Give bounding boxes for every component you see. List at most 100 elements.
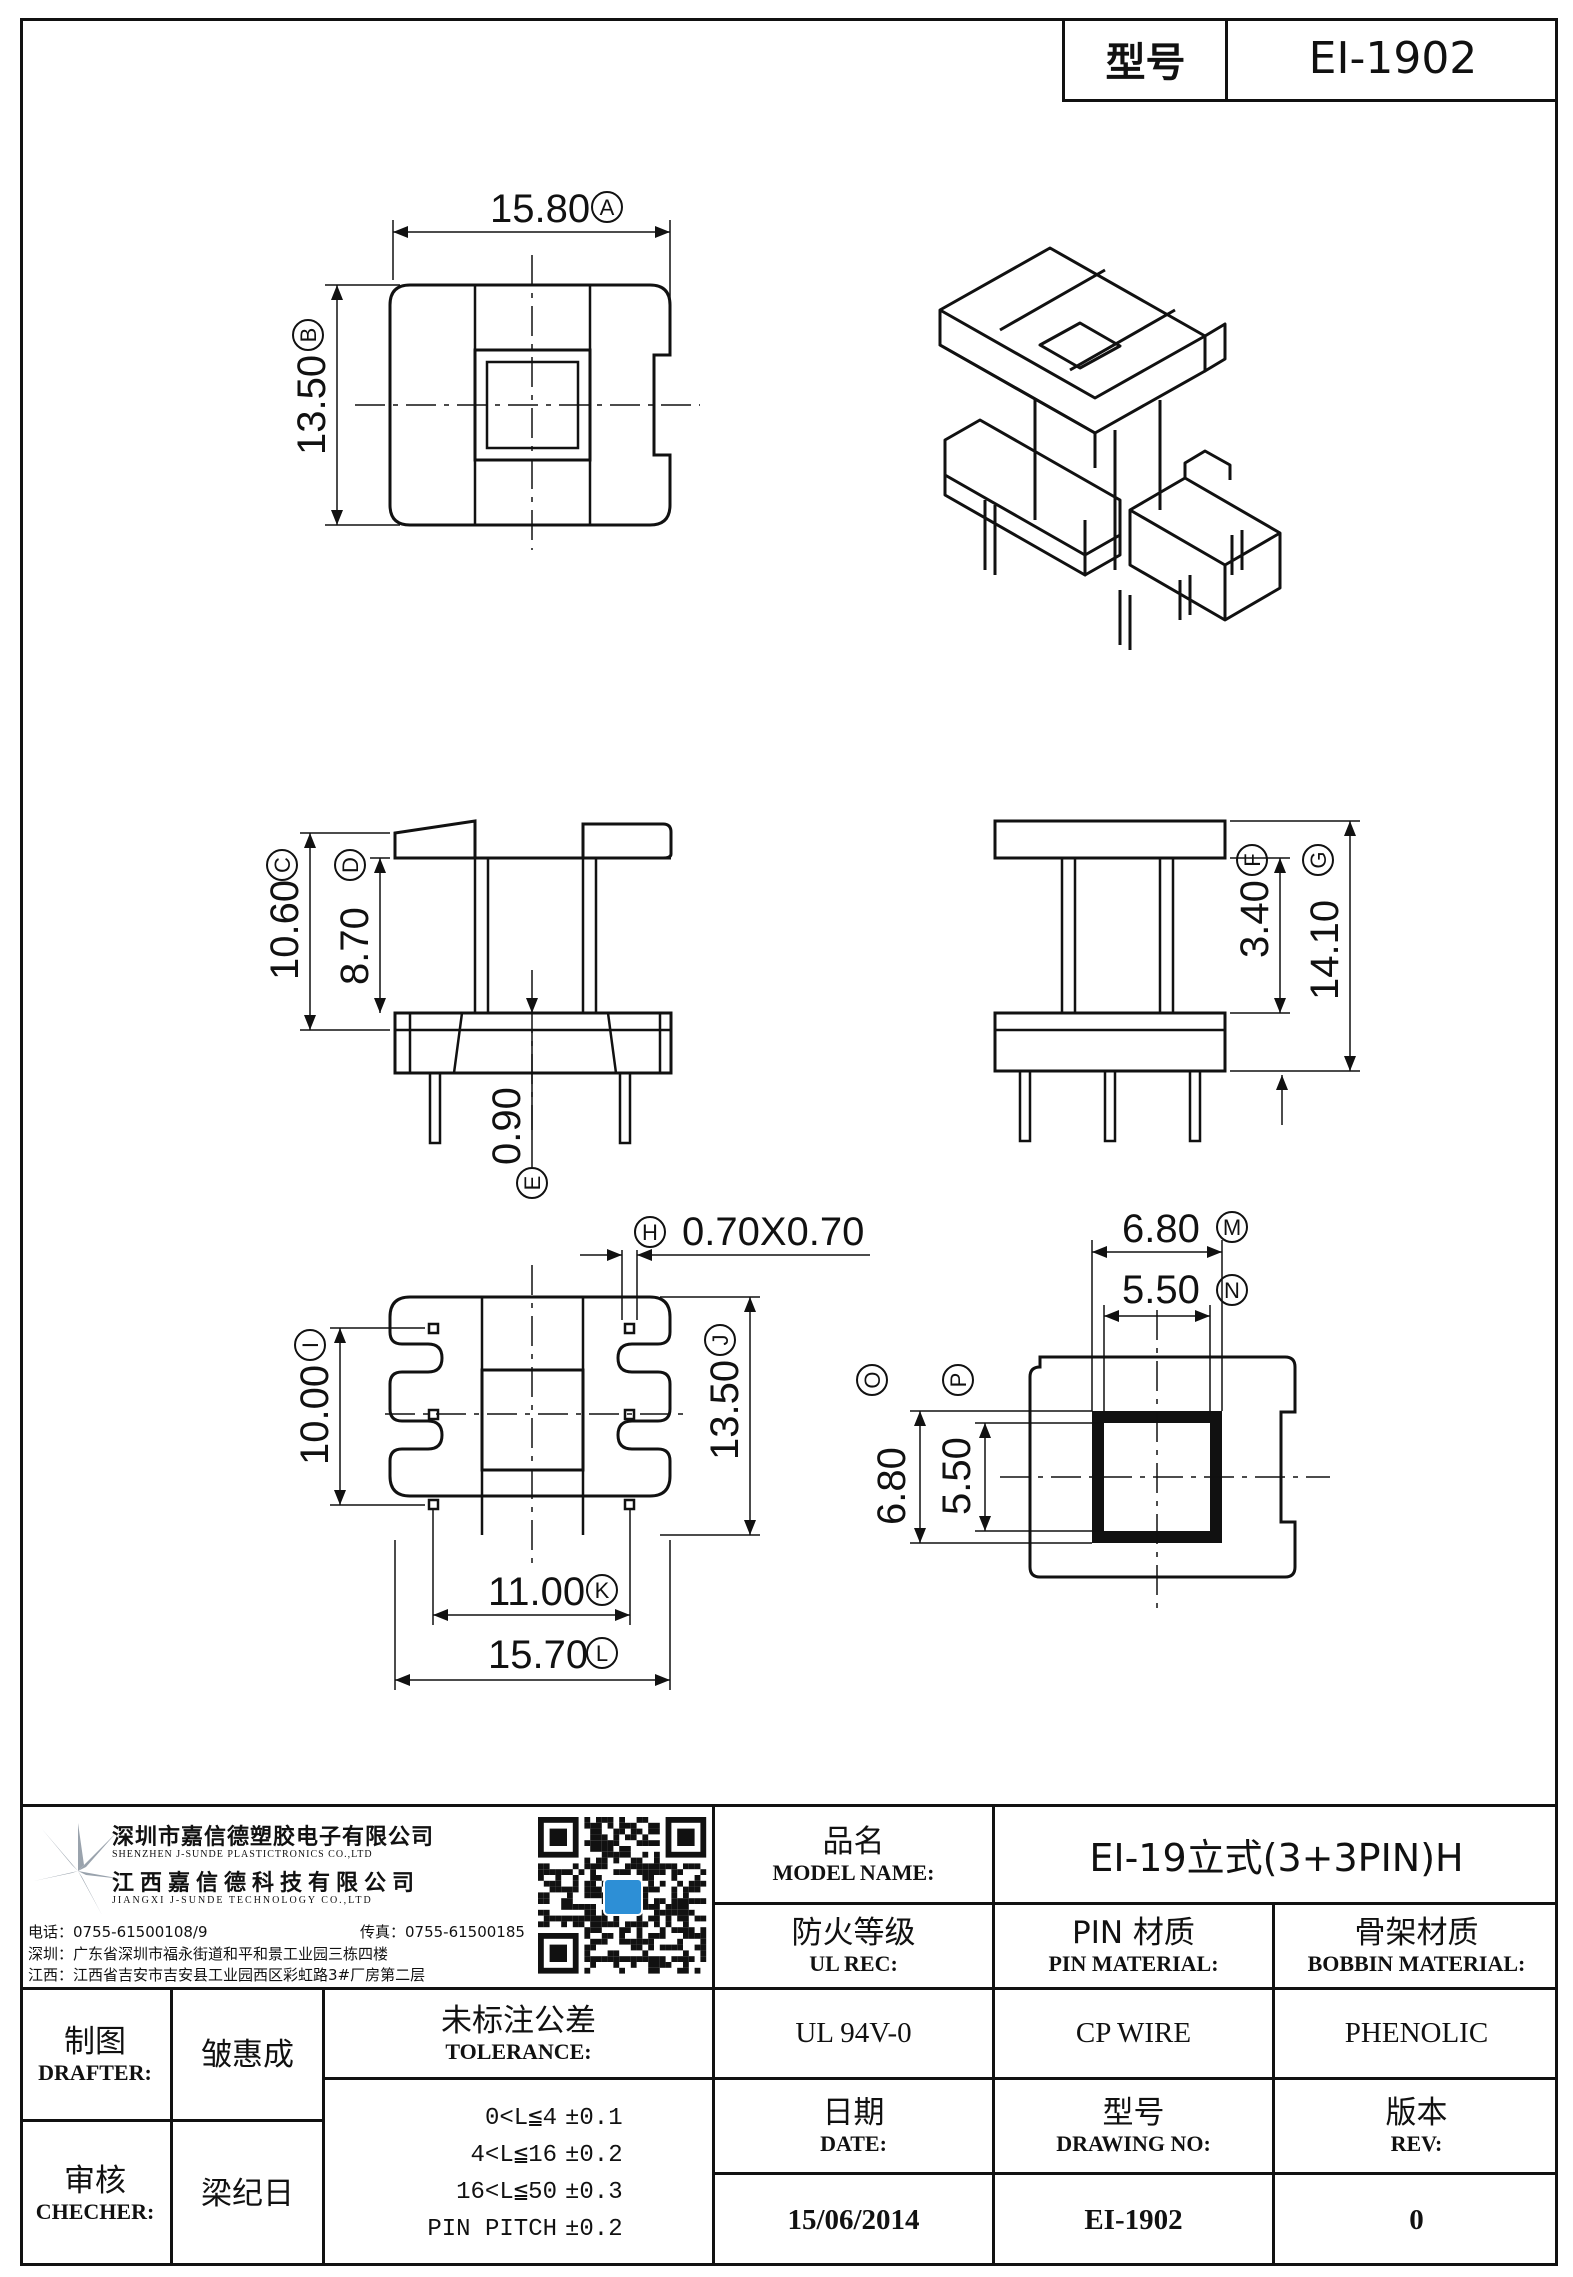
dim-a-value: 15.80 [490, 187, 590, 231]
company-name-cn-2: 江西嘉信德科技有限公司 [112, 1871, 421, 1896]
dim-p-label: P [946, 1373, 971, 1388]
dim-m-value: 6.80 [1122, 1207, 1200, 1251]
pin-material-cn: PIN 材质 [1072, 1915, 1195, 1951]
dim-o-label: O [860, 1371, 885, 1388]
model-name-label-cell: 品名 MODEL NAME: [715, 1807, 995, 1905]
date-label-cell: 日期 DATE: [715, 2080, 995, 2175]
tolerance-value-0: ±0.1 [565, 2105, 623, 2132]
company-address-shenzhen: 深圳：广东省深圳市福永街道和平和景工业园三栋四楼 [28, 1945, 389, 1963]
bobbin-material-cn: 骨架材质 [1354, 1915, 1479, 1951]
drafter-cn: 制图 [64, 2023, 126, 2060]
dim-m-label: M [1223, 1215, 1241, 1240]
dim-c-value: 10.60 [263, 880, 307, 980]
header-type-value: EI-1902 [1308, 33, 1478, 84]
dim-d-value: 8.70 [333, 907, 377, 985]
bobbin-material-en: BOBBIN MATERIAL: [1307, 1951, 1526, 1976]
dim-b-label: B [296, 328, 321, 343]
bobbin-material-value: PHENOLIC [1344, 2017, 1489, 2049]
header-type-value-cell: EI-1902 [1225, 18, 1558, 102]
rev-en: REV: [1390, 2131, 1443, 2156]
tolerance-range-3: PIN PITCH [427, 2216, 557, 2243]
dim-j-value: 13.50 [703, 1360, 747, 1460]
dim-n-label: N [1224, 1278, 1240, 1303]
model-name-value-cell: EI-19立式(3+3PIN)H [995, 1807, 1558, 1905]
checker-en: CHECHER: [35, 2199, 155, 2224]
date-value: 15/06/2014 [787, 2204, 920, 2236]
tolerance-table: 0<L≦4 4<L≦16 16<L≦50 PIN PITCH ±0.1 ±0.2… [325, 2080, 715, 2266]
company-logo-icon [34, 1823, 122, 1915]
dim-g-label: G [1306, 851, 1331, 868]
company-address-jiangxi: 江西：江西省吉安市吉安县工业园西区彩虹路3#厂房第二层 [28, 1966, 426, 1984]
ul-rec-value: UL 94V-0 [795, 2017, 912, 2049]
model-name-en: MODEL NAME: [772, 1859, 935, 1885]
qr-code-icon [538, 1817, 707, 1974]
dim-e-value: 0.90 [485, 1087, 529, 1165]
section-view [910, 1240, 1330, 1610]
side-view [993, 819, 1360, 1143]
checker-value: 梁纪日 [201, 2176, 294, 2212]
pin-material-en: PIN MATERIAL: [1048, 1951, 1219, 1976]
tolerance-value-2: ±0.3 [565, 2179, 623, 2206]
dim-a-label: A [600, 195, 615, 220]
dim-l-value: 15.70 [488, 1633, 588, 1677]
bobbin-material-label-cell: 骨架材质 BOBBIN MATERIAL: [1275, 1905, 1558, 1990]
drawing-no-en: DRAWING NO: [1056, 2131, 1211, 2156]
dim-h-label: H [642, 1220, 658, 1245]
dim-l-label: L [596, 1641, 608, 1666]
drawing-no-value: EI-1902 [1084, 2204, 1183, 2236]
rev-cn: 版本 [1385, 2095, 1448, 2131]
bottom-view [330, 1249, 870, 1690]
tolerance-range-0: 0<L≦4 [484, 2105, 557, 2132]
drawing-frame [20, 18, 1558, 2266]
dim-i-value: 10.00 [293, 1365, 337, 1465]
date-cn: 日期 [822, 2095, 885, 2131]
rev-value: 0 [1409, 2204, 1424, 2236]
dim-n-value: 5.50 [1122, 1268, 1200, 1312]
drafter-en: DRAFTER: [38, 2059, 152, 2085]
company-name-en-1: SHENZHEN J-SUNDE PLASTICTRONICS CO.,LTD [112, 1849, 373, 1860]
dim-o-value: 6.80 [870, 1447, 914, 1525]
dim-d-label: D [338, 857, 363, 873]
top-view [325, 220, 700, 550]
tolerance-en: TOLERANCE: [445, 2038, 592, 2064]
rev-label-cell: 版本 REV: [1275, 2080, 1558, 2175]
dim-i-label: I [298, 1342, 323, 1348]
drawing-no-value-cell: EI-1902 [995, 2175, 1275, 2266]
ul-rec-label-cell: 防火等级 UL REC: [715, 1905, 995, 1990]
ul-rec-value-cell: UL 94V-0 [715, 1990, 995, 2080]
dim-g-value: 14.10 [1303, 900, 1347, 1000]
dim-p-value: 5.50 [935, 1437, 979, 1515]
model-name-value: EI-19立式(3+3PIN)H [1089, 1836, 1464, 1880]
ul-rec-cn: 防火等级 [791, 1915, 916, 1951]
company-block: 深圳市嘉信德塑胶电子有限公司 SHENZHEN J-SUNDE PLASTICT… [20, 1807, 715, 1990]
dim-k-value: 11.00 [488, 1570, 585, 1614]
title-block-top-rule [20, 1804, 1558, 1807]
tolerance-range-2: 16<L≦50 [456, 2179, 557, 2206]
dim-b-value: 13.50 [290, 355, 334, 455]
company-name-cn-1: 深圳市嘉信德塑胶电子有限公司 [112, 1825, 435, 1850]
tolerance-range-1: 4<L≦16 [470, 2142, 557, 2169]
drawing-no-label-cell: 型号 DRAWING NO: [995, 2080, 1275, 2175]
date-value-cell: 15/06/2014 [715, 2175, 995, 2266]
drawing-no-cn: 型号 [1102, 2095, 1165, 2131]
dim-f-label: F [1240, 853, 1265, 866]
ul-rec-en: UL REC: [809, 1951, 898, 1976]
isometric-view [938, 246, 1282, 650]
drafter-value: 皱惠成 [201, 2036, 294, 2073]
rev-value-cell: 0 [1275, 2175, 1558, 2266]
checker-label-cell: 审核 CHECHER: [20, 2122, 173, 2266]
company-name-en-2: JIANGXI J-SUNDE TECHNOLOGY CO.,LTD [112, 1895, 373, 1906]
header-type-label-cell: 型号 [1062, 18, 1226, 102]
dim-e-label: E [520, 1176, 545, 1191]
dim-k-label: K [595, 1578, 610, 1603]
pin-material-label-cell: PIN 材质 PIN MATERIAL: [995, 1905, 1275, 1990]
tolerance-value-1: ±0.2 [565, 2142, 623, 2169]
model-name-cn: 品名 [822, 1823, 885, 1860]
front-view [300, 819, 673, 1168]
pin-material-value: CP WIRE [1075, 2017, 1192, 2049]
dim-f-value: 3.40 [1233, 880, 1277, 958]
technical-drawing: 15.80 A 13.50 B 10.60 C 8.70 D 0.90 E 3.… [263, 187, 1360, 1690]
tolerance-value-3: ±0.2 [565, 2216, 623, 2243]
dim-c-label: C [270, 857, 295, 873]
company-fax: 传真：0755-61500185 [360, 1923, 525, 1941]
